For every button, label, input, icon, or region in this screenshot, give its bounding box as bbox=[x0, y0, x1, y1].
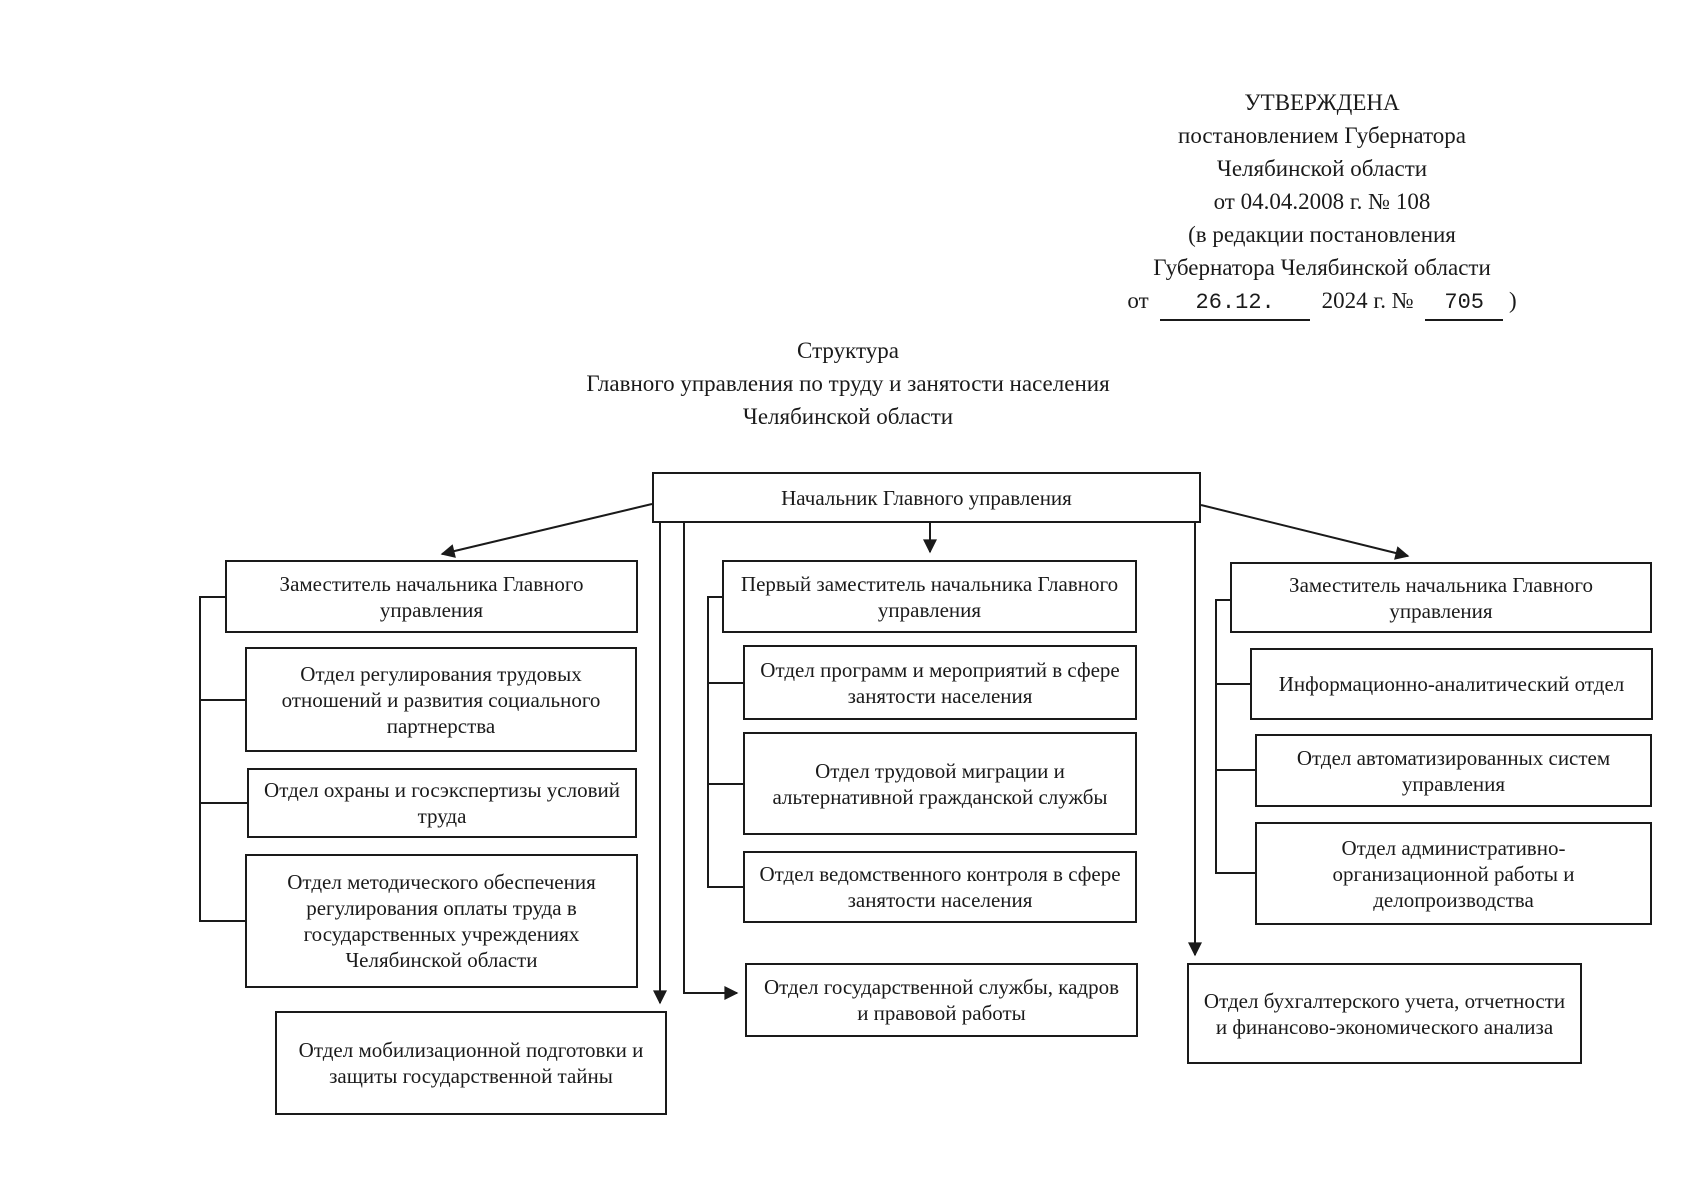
approval-line: (в редакции постановления bbox=[1188, 222, 1456, 247]
box-mobilization-dept: Отдел мобилизационной подготовки и защит… bbox=[275, 1011, 667, 1115]
amendment-prefix: от bbox=[1127, 288, 1149, 313]
right-bracket bbox=[1215, 599, 1255, 874]
box-right-dept-automated-systems: Отдел автоматизированных систем управлен… bbox=[1255, 734, 1652, 807]
approval-line: от 04.04.2008 г. № 108 bbox=[1213, 189, 1431, 214]
approval-block: УТВЕРЖДЕНА постановлением Губернатора Че… bbox=[1100, 86, 1544, 321]
box-left-deputy: Заместитель начальника Главного управлен… bbox=[225, 560, 638, 633]
box-left-dept-labor-safety: Отдел охраны и госэкспертизы условий тру… bbox=[247, 768, 637, 838]
left-bracket bbox=[199, 596, 245, 922]
box-left-dept-pay-regulation: Отдел методического обеспечения регулиро… bbox=[245, 854, 638, 988]
box-civil-service-dept: Отдел государственной службы, кадров и п… bbox=[745, 963, 1138, 1037]
arrow-head-to-left-deputy bbox=[440, 503, 653, 558]
amendment-suffix: ) bbox=[1508, 288, 1517, 313]
arrow-head-to-right-deputy bbox=[1200, 504, 1410, 560]
approval-line: Губернатора Челябинской области bbox=[1153, 255, 1491, 280]
amendment-date-blank: 26.12. bbox=[1160, 286, 1311, 321]
box-middle-dept-control: Отдел ведомственного контроля в сфере за… bbox=[743, 851, 1137, 923]
box-middle-dept-labor-migration: Отдел трудовой миграции и альтернативной… bbox=[743, 732, 1137, 835]
amendment-middle: 2024 г. № bbox=[1321, 288, 1414, 313]
arrow-head-to-civil-service-dept bbox=[683, 523, 739, 1000]
title-line: Главного управления по труду и занятости… bbox=[586, 371, 1110, 396]
approval-line: Челябинской области bbox=[1216, 156, 1428, 181]
title-line: Структура bbox=[797, 338, 899, 363]
box-right-dept-admin-org: Отдел административно-организационной ра… bbox=[1255, 822, 1652, 925]
box-right-deputy: Заместитель начальника Главного управлен… bbox=[1230, 562, 1652, 633]
box-accounting-dept: Отдел бухгалтерского учета, отчетности и… bbox=[1187, 963, 1582, 1064]
box-head-of-department: Начальник Главного управления bbox=[652, 472, 1201, 523]
approval-line: постановлением Губернатора bbox=[1178, 123, 1466, 148]
title-line: Челябинской области bbox=[742, 404, 954, 429]
document-title: Структура Главного управления по труду и… bbox=[398, 334, 1298, 433]
box-first-deputy: Первый заместитель начальника Главного у… bbox=[722, 560, 1137, 633]
box-right-dept-analytics: Информационно-аналитический отдел bbox=[1250, 648, 1653, 720]
approval-line-amendment: от 26.12. 2024 г. № 705 ) bbox=[1100, 284, 1544, 321]
box-middle-dept-employment-programs: Отдел программ и мероприятий в сфере зан… bbox=[743, 645, 1137, 720]
approval-line: УТВЕРЖДЕНА bbox=[1244, 90, 1400, 115]
middle-bracket bbox=[707, 596, 743, 888]
amendment-number-blank: 705 bbox=[1425, 286, 1504, 321]
box-left-dept-labor-relations: Отдел регулирования трудовых отношений и… bbox=[245, 647, 637, 752]
